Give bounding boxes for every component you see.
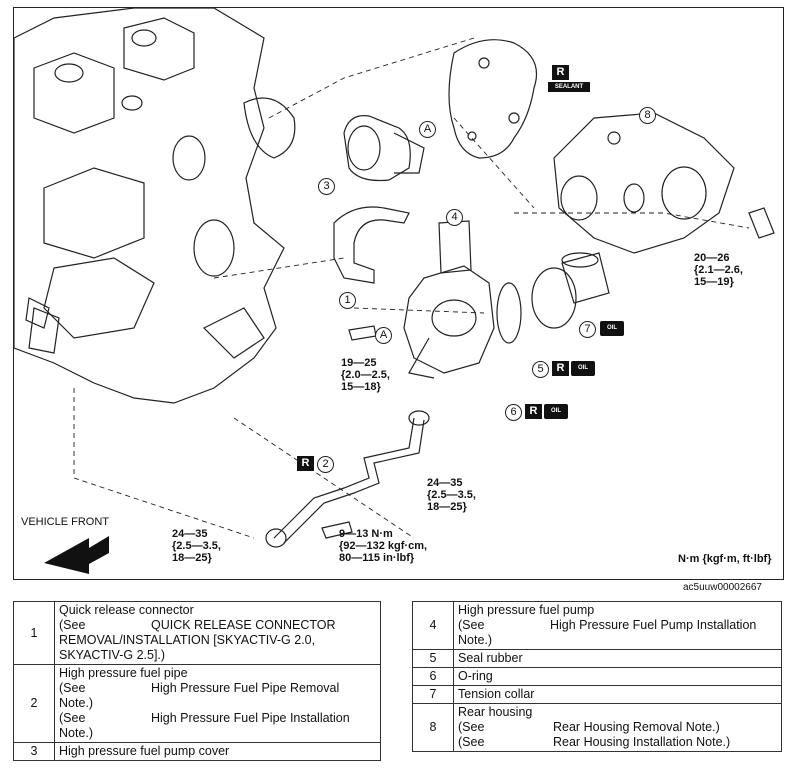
see-link-cont[interactable]: Note.): [59, 696, 94, 710]
part-name: High pressure fuel pump cover: [54, 742, 381, 761]
table-row: 1 Quick release connector (See QUICK RELE…: [13, 601, 381, 665]
part-description: High pressure fuel pump (See High Pressur…: [453, 601, 782, 650]
table-row: 4 High pressure fuel pump (See High Press…: [412, 601, 782, 650]
part-name: Tension collar: [453, 685, 782, 704]
part-number: 7: [412, 685, 454, 704]
table-row: 3 High pressure fuel pump cover: [13, 742, 381, 761]
see-link-cont[interactable]: Note.): [59, 726, 94, 740]
tension-collar: [561, 252, 610, 304]
part-name: Seal rubber: [453, 649, 782, 668]
o-ring: [496, 282, 522, 344]
torque-label: 24—35 {2.5—3.5, 18—25}: [427, 477, 476, 513]
replace-mark: R: [297, 456, 314, 471]
part-description: Rear housing (See Rear Housing Removal No…: [453, 703, 782, 752]
replace-mark: R: [552, 65, 569, 80]
see-prefix: (See: [458, 720, 485, 734]
see-link-cont[interactable]: REMOVAL/INSTALLATION [SKYACTIV-G 2.0,: [59, 633, 316, 647]
marker-a-top: A: [419, 121, 436, 138]
part-number: 4: [412, 601, 454, 650]
see-reference: (See QUICK RELEASE CONNECTOR: [59, 618, 376, 633]
unit-legend: N·m {kgf·m, ft·lbf}: [678, 553, 772, 565]
vehicle-front-arrow: [44, 536, 109, 574]
callout-7: 7: [579, 321, 596, 338]
see-link[interactable]: Rear Housing Removal Note.): [553, 720, 720, 734]
see-prefix: (See: [458, 735, 485, 749]
see-reference: (See High Pressure Fuel Pipe Removal: [59, 681, 376, 696]
part-number: 5: [412, 649, 454, 668]
part-name: Quick release connector: [59, 603, 194, 617]
exploded-diagram: 1 2 3 4 5 6 7 8 A A R SEALANT R R OIL R …: [13, 7, 784, 580]
oil-icon: OIL: [544, 404, 568, 419]
part-name: O-ring: [453, 667, 782, 686]
seal-rubber: [531, 267, 577, 329]
sealant-icon: SEALANT: [548, 82, 590, 92]
table-row: 8 Rear housing (See Rear Housing Removal …: [412, 703, 782, 752]
part-number: 2: [13, 664, 55, 743]
torque-label: 24—35 {2.5—3.5, 18—25}: [172, 528, 221, 564]
vehicle-front-label: VEHICLE FRONT: [21, 516, 110, 528]
see-link-cont[interactable]: Note.): [458, 633, 493, 647]
see-prefix: (See: [59, 711, 86, 725]
gasket: [448, 39, 538, 159]
see-reference: (See High Pressure Fuel Pipe Installation: [59, 711, 376, 726]
parts-table-left: 1 Quick release connector (See QUICK RELE…: [13, 601, 381, 761]
callout-2: 2: [317, 456, 334, 473]
part-number: 8: [412, 703, 454, 752]
see-reference: (See High Pressure Fuel Pump Installation: [458, 618, 777, 633]
torque-label: 9—13 N·m {92—132 kgf·cm, 80—115 in·lbf}: [339, 528, 428, 564]
callout-5: 5: [532, 361, 549, 378]
see-prefix: (See: [59, 681, 86, 695]
torque-label: 19—25 {2.0—2.5, 15—18}: [341, 357, 390, 393]
image-code: ac5uuw00002667: [683, 582, 762, 593]
see-link[interactable]: High Pressure Fuel Pipe Removal: [151, 681, 340, 695]
part-number: 3: [13, 742, 55, 761]
part-number: 6: [412, 667, 454, 686]
see-link[interactable]: Rear Housing Installation Note.): [553, 735, 731, 749]
diagram-drawing: [14, 8, 775, 574]
pump-cover: [343, 115, 411, 182]
part-name: Rear housing: [458, 705, 533, 719]
see-prefix: (See: [59, 618, 86, 632]
part-number: 1: [13, 601, 55, 665]
rear-housing: [553, 112, 735, 254]
see-link[interactable]: QUICK RELEASE CONNECTOR: [151, 618, 336, 632]
part-description: Quick release connector (See QUICK RELEAS…: [54, 601, 381, 665]
oil-icon: OIL: [571, 361, 595, 376]
replace-mark: R: [525, 404, 542, 419]
see-prefix: (See: [458, 618, 485, 632]
oil-icon: OIL: [600, 321, 624, 336]
see-link[interactable]: High Pressure Fuel Pipe Installation: [151, 711, 350, 725]
quick-connector: [333, 206, 410, 284]
see-link-cont[interactable]: SKYACTIV-G 2.5].): [59, 648, 166, 662]
callout-6: 6: [505, 404, 522, 421]
fuel-pipe: [273, 417, 415, 539]
marker-a-pump: A: [375, 327, 392, 344]
callout-1: 1: [339, 292, 356, 309]
part-name: High pressure fuel pipe: [59, 666, 188, 680]
callout-8: 8: [639, 107, 656, 124]
see-reference: (See Rear Housing Installation Note.): [458, 735, 777, 750]
table-row: 7 Tension collar: [412, 685, 782, 704]
see-reference: (See Rear Housing Removal Note.): [458, 720, 777, 735]
fuel-pump: [403, 265, 495, 374]
callout-4: 4: [446, 209, 463, 226]
part-name: High pressure fuel pump: [458, 603, 595, 617]
torque-label: 20—26 {2.1—2.6, 15—19}: [694, 252, 743, 288]
callout-3: 3: [318, 178, 335, 195]
parts-table-right: 4 High pressure fuel pump (See High Press…: [412, 601, 782, 752]
see-link[interactable]: High Pressure Fuel Pump Installation: [550, 618, 757, 632]
replace-mark: R: [552, 361, 569, 376]
table-row: 5 Seal rubber: [412, 649, 782, 668]
engine-block: [14, 8, 285, 404]
table-row: 6 O-ring: [412, 667, 782, 686]
